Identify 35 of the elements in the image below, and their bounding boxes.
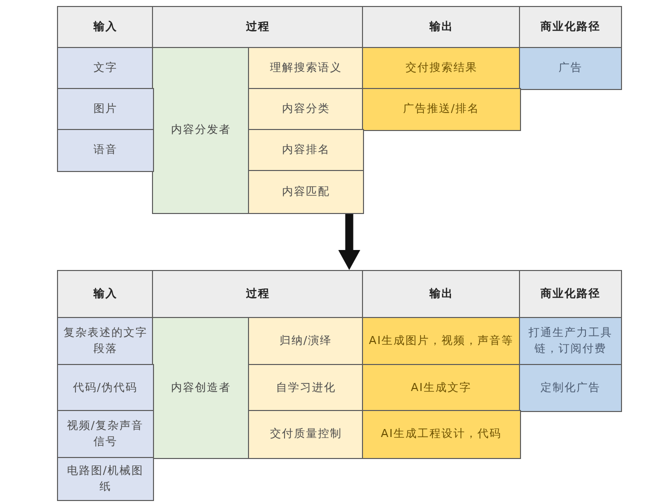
role-cell: 内容分发者 (152, 47, 250, 214)
input-cell: 语音 (57, 129, 154, 172)
process-step-cell: 归纳/演绎 (248, 317, 364, 366)
arrow (338, 214, 360, 270)
role-cell: 内容创造者 (152, 317, 250, 458)
comparison-table (57, 6, 622, 214)
process-step-cell: 内容匹配 (248, 170, 364, 214)
process-step-cell: 自学习进化 (248, 364, 364, 412)
column-header: 过程 (152, 270, 364, 318)
output-cell: AI生成工程设计，代码 (362, 410, 520, 458)
process-step-cell: 内容排名 (248, 129, 364, 172)
revenue-cell: 广告 (519, 47, 622, 90)
process-step-cell: 内容分类 (248, 88, 364, 130)
revenue-cell: 定制化广告 (519, 364, 622, 412)
input-cell: 文字 (57, 47, 154, 90)
column-header: 输出 (362, 270, 520, 318)
input-cell: 复杂表述的文字段落 (57, 317, 154, 366)
input-cell: 图片 (57, 88, 154, 130)
process-step-cell: 理解搜索语义 (248, 47, 364, 90)
revenue-cell: 打通生产力工具链，订阅付费 (519, 317, 622, 366)
input-cell: 视频/复杂声音信号 (57, 410, 154, 458)
output-cell: AI生成文字 (362, 364, 520, 412)
process-step-cell: 交付质量控制 (248, 410, 364, 458)
column-header: 输出 (362, 6, 520, 48)
column-header: 输入 (57, 6, 154, 48)
input-cell: 代码/伪代码 (57, 364, 154, 412)
column-header: 商业化路径 (519, 6, 622, 48)
input-cell: 电路图/机械图纸 (57, 457, 154, 500)
column-header: 输入 (57, 270, 154, 318)
comparison-table (57, 270, 622, 500)
output-cell: 交付搜索结果 (362, 47, 520, 90)
column-header: 商业化路径 (519, 270, 622, 318)
output-cell: AI生成图片，视频，声音等 (362, 317, 520, 366)
column-header: 过程 (152, 6, 364, 48)
output-cell: 广告推送/排名 (362, 88, 520, 130)
